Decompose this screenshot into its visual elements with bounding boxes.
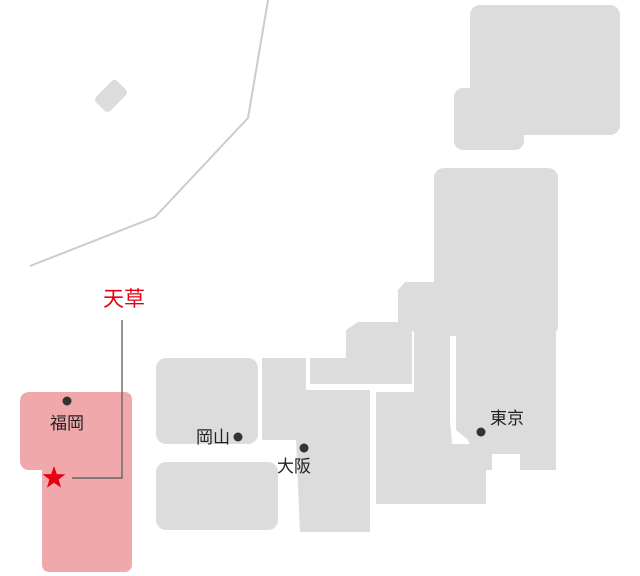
- shikoku-region: [156, 462, 278, 530]
- callout-leader-line: [72, 320, 123, 479]
- tokyo-dot: [476, 427, 486, 437]
- osaka-dot: [299, 443, 309, 453]
- small-island: [94, 79, 128, 113]
- amakusa-label: 天草: [103, 287, 145, 311]
- hokkaido-region: [454, 5, 620, 150]
- okayama-label: 岡山: [196, 428, 230, 448]
- tokai-region: [376, 392, 486, 504]
- hokuriku-region: [310, 322, 412, 384]
- kinki-region: [262, 358, 370, 532]
- kyushu-region-highlighted: [20, 392, 132, 572]
- okayama-dot: [233, 432, 243, 442]
- fukuoka-dot: [62, 396, 72, 406]
- maritime-boundary-line: [29, 0, 269, 267]
- fukuoka-label: 福岡: [50, 414, 84, 434]
- star-icon: [42, 466, 66, 488]
- osaka-label: 大阪: [277, 457, 311, 477]
- chugoku-region: [156, 358, 258, 444]
- tohoku-region: [434, 168, 558, 336]
- chubu-region: [398, 282, 450, 420]
- tokyo-label: 東京: [490, 409, 524, 429]
